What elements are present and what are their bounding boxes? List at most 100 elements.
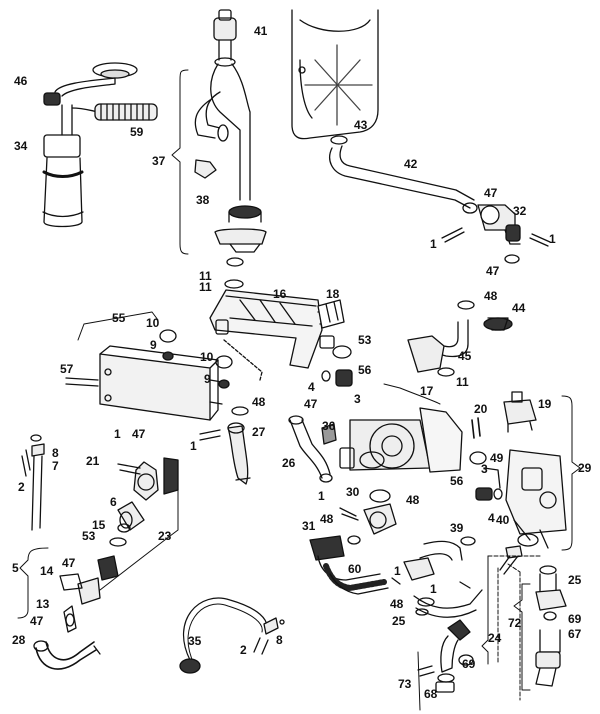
callout-37: 37 — [152, 154, 166, 168]
callout-26: 26 — [282, 456, 296, 470]
callout-28: 28 — [12, 633, 26, 647]
callout-25-bottom: 25 — [392, 614, 406, 628]
callout-67: 67 — [568, 627, 582, 641]
callout-30: 30 — [346, 485, 360, 499]
heat-exchanger-panel — [291, 9, 379, 140]
temperature-sensor-cable — [179, 597, 285, 674]
callout-44: 44 — [512, 301, 526, 315]
callout-1-valve-left: 1 — [430, 237, 437, 251]
callout-25-right: 25 — [568, 573, 582, 587]
callout-20: 20 — [474, 402, 488, 416]
callout-47-bottom-left: 47 — [30, 614, 44, 628]
heat-exchanger-body — [209, 257, 335, 381]
callout-13: 13 — [36, 597, 50, 611]
corrugated-hose-assembly — [309, 535, 389, 595]
callout-69-bottom: 69 — [462, 657, 476, 671]
callout-48-bottom: 48 — [390, 597, 404, 611]
callout-41: 41 — [254, 24, 268, 38]
bypass-valve-parts — [535, 565, 567, 687]
callout-1-lower-a: 1 — [394, 564, 401, 578]
callout-11-a: 11 — [199, 269, 212, 283]
callout-56-top: 56 — [358, 363, 372, 377]
callout-14: 14 — [40, 564, 54, 578]
callout-48-flow: 48 — [406, 493, 420, 507]
callout-3-right: 3 — [481, 462, 488, 476]
callout-47-valve: 47 — [486, 264, 500, 278]
gas-valve — [441, 204, 551, 264]
callout-1-valve-right: 1 — [549, 232, 556, 246]
flow-fitting — [339, 489, 397, 535]
callout-8-bottom: 8 — [276, 633, 283, 647]
callout-47-lower-left: 47 — [62, 556, 76, 570]
flue-elbow — [407, 300, 513, 377]
gas-pipe — [329, 135, 478, 214]
circulation-pump — [339, 383, 463, 473]
callout-16: 16 — [273, 287, 287, 301]
hydraulic-block — [505, 449, 567, 549]
callout-36: 36 — [322, 419, 336, 433]
callout-3-top: 3 — [354, 392, 361, 406]
callout-1-mid: 1 — [190, 439, 197, 453]
callout-48-lower: 48 — [320, 512, 334, 526]
three-way-valve — [503, 391, 537, 433]
callout-32: 32 — [513, 204, 527, 218]
callout-10-b: 10 — [200, 350, 214, 364]
callout-15: 15 — [92, 518, 106, 532]
callout-42: 42 — [404, 157, 418, 171]
callout-1-lower-b: 1 — [430, 582, 437, 596]
callout-45: 45 — [458, 349, 472, 363]
callout-47-left: 47 — [132, 427, 146, 441]
callout-18: 18 — [326, 287, 340, 301]
callout-34: 34 — [14, 139, 28, 153]
callout-4-right: 4 — [488, 511, 495, 525]
callout-24: 24 — [488, 631, 502, 645]
callout-21: 21 — [86, 454, 100, 468]
callout-9-b: 9 — [204, 372, 211, 386]
callout-49: 49 — [490, 451, 504, 465]
siphon-trap-assembly — [42, 62, 158, 228]
callout-35: 35 — [188, 634, 202, 648]
callout-5: 5 — [12, 561, 19, 575]
callout-10-a: 10 — [146, 316, 160, 330]
callout-56-right: 56 — [450, 474, 464, 488]
callout-17: 17 — [420, 384, 434, 398]
callout-2-bottom: 2 — [240, 643, 247, 657]
callout-23: 23 — [158, 529, 172, 543]
callout-11-c: 11 — [456, 375, 469, 389]
callout-9-a: 9 — [150, 338, 157, 352]
callout-39: 39 — [450, 521, 464, 535]
callout-31: 31 — [302, 519, 316, 533]
callout-55: 55 — [112, 311, 126, 325]
callout-47-hx: 47 — [304, 397, 318, 411]
callout-1-left: 1 — [114, 427, 121, 441]
air-vent-pipe-assembly — [194, 9, 267, 253]
callout-29: 29 — [578, 461, 592, 475]
callout-68: 68 — [424, 687, 438, 701]
callout-53-left: 53 — [82, 529, 96, 543]
callout-57: 57 — [60, 362, 74, 376]
callout-8-left: 8 — [52, 446, 59, 460]
callout-48-hx: 48 — [252, 395, 266, 409]
drain-fitting — [417, 619, 474, 693]
callout-11-b: 11 — [199, 280, 212, 294]
callout-53-top: 53 — [358, 333, 372, 347]
callout-48-flue: 48 — [484, 289, 498, 303]
callout-1-flow: 1 — [318, 489, 325, 503]
callout-72: 72 — [508, 616, 522, 630]
callout-59: 59 — [130, 125, 144, 139]
callout-4-top: 4 — [308, 380, 315, 394]
callout-47-top: 47 — [484, 186, 498, 200]
callout-6: 6 — [110, 495, 117, 509]
callout-46: 46 — [14, 74, 28, 88]
callout-2-left: 2 — [18, 480, 25, 494]
callout-7: 7 — [52, 459, 59, 473]
callout-73: 73 — [398, 677, 412, 691]
callout-38: 38 — [196, 193, 210, 207]
callout-43: 43 — [354, 118, 368, 132]
callout-60: 60 — [348, 562, 362, 576]
callout-40: 40 — [496, 513, 510, 527]
plate-heat-exchanger — [65, 345, 223, 421]
callout-19: 19 — [538, 397, 552, 411]
